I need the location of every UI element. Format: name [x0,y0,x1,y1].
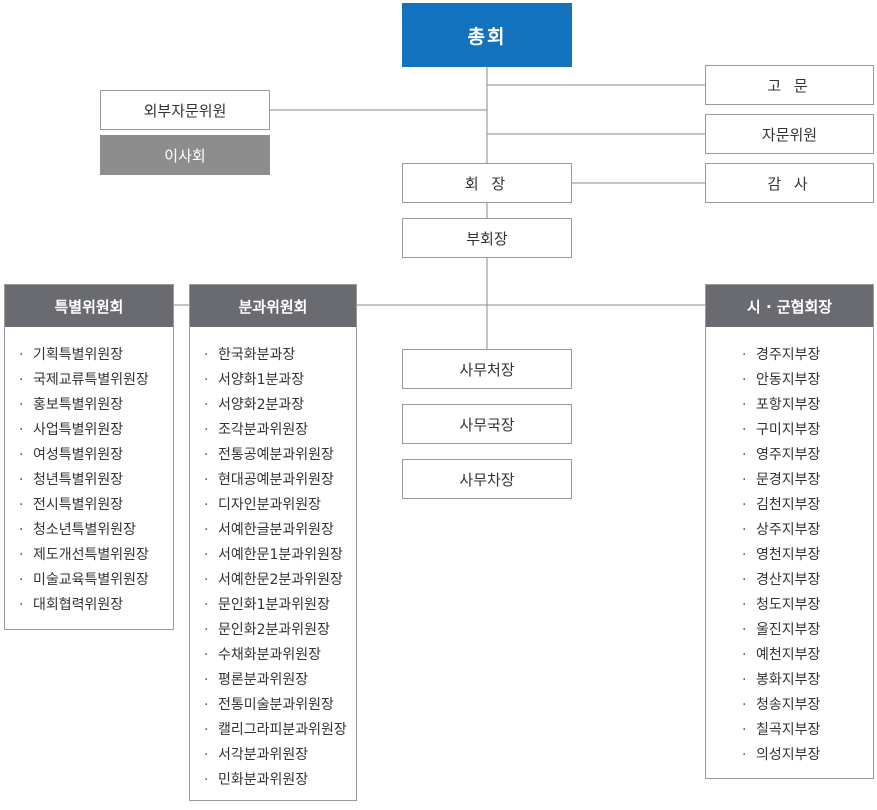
list-item: 경주지부장 [742,343,873,368]
secretariat-director-label: 사무국장 [459,415,515,434]
list-item: 서양화1분과장 [204,368,356,393]
subcommittee-list: 한국화분과장 서양화1분과장 서양화2분과장 조각분과위원장 전통공예분과위원장… [190,327,356,793]
secretariat-head-label: 사무처장 [459,360,515,379]
list-item: 전통미술분과위원장 [204,693,356,718]
list-item: 청도지부장 [742,593,873,618]
list-item: 한국화분과장 [204,343,356,368]
list-item: 서예한문2분과위원장 [204,568,356,593]
external-advisory-box: 외부자문위원 [100,90,270,130]
advisor-label: 고 문 [767,76,812,95]
list-item: 사업특별위원장 [19,418,173,443]
list-item: 홍보특별위원장 [19,393,173,418]
list-item: 디자인분과위원장 [204,493,356,518]
secretariat-director-box: 사무국장 [402,404,572,444]
city-county-panel: 시 · 군협회장 경주지부장 안동지부장 포항지부장 구미지부장 영주지부장 문… [705,284,874,779]
chairman-box: 회 장 [402,163,572,203]
secretariat-deputy-label: 사무차장 [459,470,515,489]
list-item: 여성특별위원장 [19,443,173,468]
list-item: 전시특별위원장 [19,493,173,518]
vice-chairman-label: 부회장 [466,229,508,248]
subcommittee-panel: 분과위원회 한국화분과장 서양화1분과장 서양화2분과장 조각분과위원장 전통공… [189,284,357,801]
list-item: 청년특별위원장 [19,468,173,493]
list-item: 서예한문1분과위원장 [204,543,356,568]
board-label: 이사회 [164,146,206,165]
list-item: 봉화지부장 [742,668,873,693]
advisory-committee-box: 자문위원 [705,114,874,154]
list-item: 조각분과위원장 [204,418,356,443]
list-item: 포항지부장 [742,393,873,418]
list-item: 현대공예분과위원장 [204,468,356,493]
list-item: 울진지부장 [742,618,873,643]
list-item: 문인화2분과위원장 [204,618,356,643]
secretariat-head-box: 사무처장 [402,349,572,389]
list-item: 상주지부장 [742,518,873,543]
list-item: 제도개선특별위원장 [19,543,173,568]
list-item: 대회협력위원장 [19,593,173,618]
external-advisory-label: 외부자문위원 [143,101,227,120]
list-item: 영주지부장 [742,443,873,468]
auditor-label: 감 사 [767,174,812,193]
list-item: 국제교류특별위원장 [19,368,173,393]
special-committee-panel: 특별위원회 기획특별위원장 국제교류특별위원장 홍보특별위원장 사업특별위원장 … [4,284,174,630]
list-item: 서예한글분과위원장 [204,518,356,543]
subcommittee-title: 분과위원회 [190,285,356,327]
advisory-committee-label: 자문위원 [761,125,818,144]
board-box: 이사회 [100,135,270,175]
list-item: 평론분과위원장 [204,668,356,693]
list-item: 미술교육특별위원장 [19,568,173,593]
list-item: 민화분과위원장 [204,768,356,793]
vice-chairman-box: 부회장 [402,218,572,258]
list-item: 경산지부장 [742,568,873,593]
city-county-title: 시 · 군협회장 [706,285,873,327]
list-item: 수채화분과위원장 [204,643,356,668]
list-item: 서양화2분과장 [204,393,356,418]
chairman-label: 회 장 [464,174,510,193]
list-item: 전통공예분과위원장 [204,443,356,468]
special-committee-list: 기획특별위원장 국제교류특별위원장 홍보특별위원장 사업특별위원장 여성특별위원… [5,327,173,618]
list-item: 예천지부장 [742,643,873,668]
city-county-list: 경주지부장 안동지부장 포항지부장 구미지부장 영주지부장 문경지부장 김천지부… [706,327,873,768]
list-item: 김천지부장 [742,493,873,518]
list-item: 문경지부장 [742,468,873,493]
list-item: 문인화1분과위원장 [204,593,356,618]
general-assembly-label: 총회 [467,25,507,48]
secretariat-deputy-box: 사무차장 [402,459,572,499]
advisor-box: 고 문 [705,65,874,105]
list-item: 기획특별위원장 [19,343,173,368]
list-item: 서각분과위원장 [204,743,356,768]
list-item: 의성지부장 [742,743,873,768]
auditor-box: 감 사 [705,163,874,203]
special-committee-title: 특별위원회 [5,285,173,327]
list-item: 칠곡지부장 [742,718,873,743]
list-item: 영천지부장 [742,543,873,568]
list-item: 구미지부장 [742,418,873,443]
list-item: 청송지부장 [742,693,873,718]
list-item: 안동지부장 [742,368,873,393]
list-item: 청소년특별위원장 [19,518,173,543]
list-item: 캘리그라피분과위원장 [204,718,356,743]
general-assembly-box: 총회 [402,3,572,67]
